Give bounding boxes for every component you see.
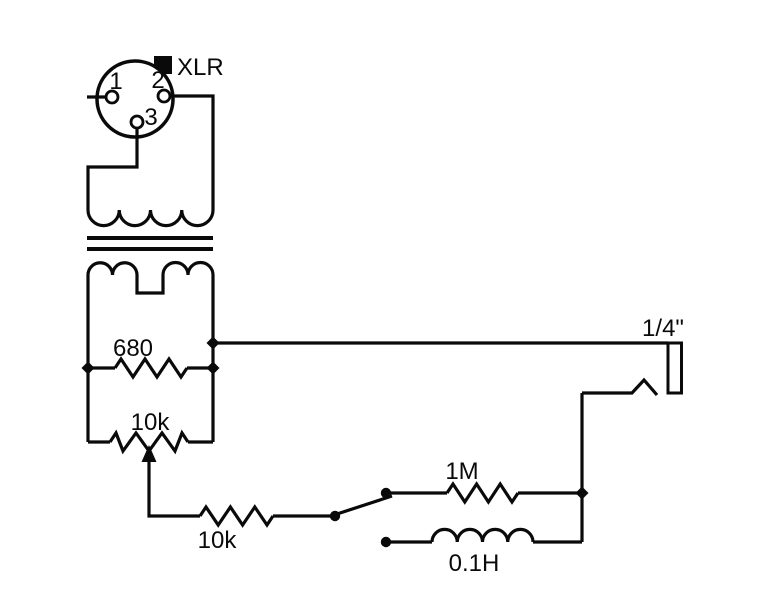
switch-lever	[336, 494, 393, 516]
resistor-1m-zigzag	[445, 481, 520, 505]
junction-dot-680-right	[206, 361, 220, 375]
xlr-label: XLR	[177, 54, 224, 81]
potentiometer-10k: 10k	[88, 409, 213, 518]
resistor-10k-series: 10k	[198, 504, 335, 554]
junction-dot-680-left	[81, 361, 95, 375]
jack-body	[666, 341, 683, 395]
pot-wiper-wire	[147, 460, 200, 518]
junction-dot-output	[206, 336, 220, 350]
xlr-pin2-label: 2	[151, 67, 164, 94]
switch-pole-contact	[329, 510, 341, 522]
resistor-680: 680	[88, 335, 213, 380]
xlr-pin-2	[156, 88, 172, 104]
xlr-body	[95, 59, 175, 139]
output-jack: 1/4"	[582, 315, 684, 397]
resistor-10k-label: 10k	[198, 527, 238, 554]
transformer-secondary-winding	[86, 260, 215, 295]
inductor-01h-label: 0.1H	[449, 550, 500, 577]
pot-10k-label: 10k	[131, 409, 171, 436]
xlr-pin2-wire	[170, 94, 215, 210]
junction-dots	[81, 336, 589, 500]
pot-wiper-arrow-icon	[141, 445, 157, 462]
xlr-pin3-wire	[86, 128, 139, 210]
transformer-primary-winding	[86, 209, 215, 228]
jack-sleeve-contact	[582, 377, 659, 397]
junction-dot-1m-right	[575, 486, 589, 500]
xlr-connector: 1 2 3 XLR	[86, 54, 224, 210]
xlr-pin-1	[104, 89, 120, 105]
input-transformer	[86, 209, 215, 295]
resistor-680-zigzag	[113, 356, 189, 380]
resistor-10k-zigzag	[198, 504, 275, 528]
resistor-680-label: 680	[113, 335, 153, 362]
resistor-1m-label: 1M	[445, 458, 478, 485]
xlr-pin3-label: 3	[144, 104, 157, 131]
xlr-pin1-label: 1	[109, 68, 122, 95]
xlr-pin-3	[129, 114, 145, 130]
jack-quarter-inch-label: 1/4"	[642, 315, 684, 342]
resistor-1m: 1M	[386, 458, 582, 505]
inductor-01h: 0.1H	[386, 527, 582, 577]
spdt-switch	[329, 487, 393, 548]
inductor-coil	[430, 527, 535, 543]
